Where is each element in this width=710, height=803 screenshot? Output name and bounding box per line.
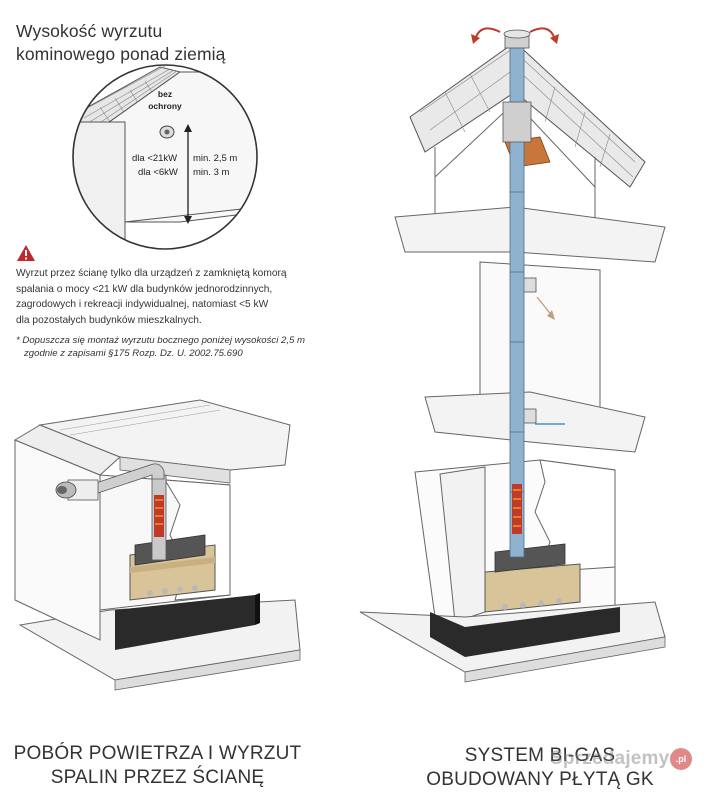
caption-right: SYSTEM BI-GAS OBUDOWANY PŁYTĄ GK xyxy=(380,744,700,792)
warning-line-3: zagrodowych i rekreacji indywidualnej, n… xyxy=(16,299,269,311)
page-title: Wysokość wyrzutu kominowego ponad ziemią xyxy=(16,20,276,66)
wall-exhaust-illustration xyxy=(13,399,301,691)
warning-line-1: Wyrzut przez ścianę tylko dla urządzeń z… xyxy=(16,268,287,279)
footnote-line-1: * Dopuszcza się montaż wyrzutu bocznego … xyxy=(16,335,306,346)
caption-right-line-1: SYSTEM BI-GAS xyxy=(464,745,616,766)
caption-left-line-2: SPALIN PRZEZ ŚCIANĘ xyxy=(50,767,265,788)
height-detail-inset: bez ochrony dla <21kW min. 2,5 m dla <6k… xyxy=(72,64,258,250)
caption-right-line-2: OBUDOWANY PŁYTĄ GK xyxy=(426,769,654,790)
bigas-system-illustration xyxy=(359,27,666,683)
inset-row2-right: min. 3 m xyxy=(193,167,230,178)
inset-label-2: ochrony xyxy=(148,101,182,111)
inset-row2-left: dla <6kW xyxy=(138,167,178,178)
caption-left: POBÓR POWIETRZA I WYRZUT SPALIN PRZEZ ŚC… xyxy=(0,742,315,790)
watermark-badge: .pl xyxy=(670,748,692,770)
warning-line-4: dla pozostałych budynków mieszkalnych. xyxy=(16,314,202,326)
watermark-text: Sprzedajemy xyxy=(550,748,670,769)
warning-line-2: spalania o mocy <21 kW dla budynków jedn… xyxy=(16,283,273,295)
caption-left-line-1: POBÓR POWIETRZA I WYRZUT xyxy=(13,743,302,764)
footnote: * Dopuszcza się montaż wyrzutu bocznego … xyxy=(16,334,326,360)
warning-text: Wyrzut przez ścianę tylko dla urządzeń z… xyxy=(16,266,326,328)
title-line-1: Wysokość wyrzutu xyxy=(16,21,163,41)
title-line-2: kominowego ponad ziemią xyxy=(16,44,226,64)
inset-row1-right: min. 2,5 m xyxy=(193,153,237,164)
warning-triangle-icon xyxy=(17,245,35,261)
inset-row1-left: dla <21kW xyxy=(132,153,177,164)
footnote-line-2: zgodnie z zapisami §175 Rozp. Dz. U. 200… xyxy=(24,348,243,359)
inset-label-1: bez xyxy=(158,89,172,99)
